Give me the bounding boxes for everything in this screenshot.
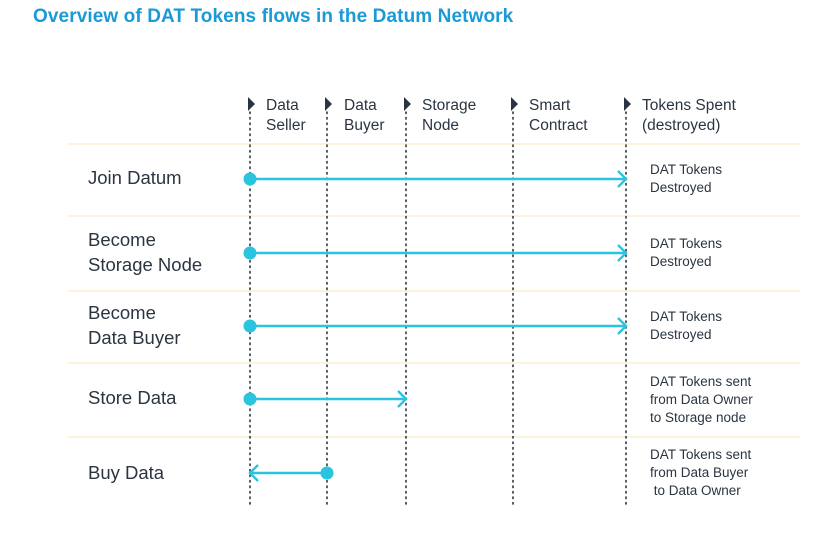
column-marker-icon <box>624 97 631 111</box>
flow-origin-dot <box>243 319 257 333</box>
column-header-tokens-spent: Tokens Spent (destroyed) <box>642 96 736 136</box>
row-label-line: Become <box>88 229 156 250</box>
row-note-line: to Storage node <box>650 410 747 425</box>
row-note-line: Destroyed <box>650 254 712 269</box>
arrowhead-icon <box>617 244 628 262</box>
row-label-line: Storage Node <box>88 254 203 275</box>
row-note: DAT Tokens sent from Data Owner to Storage… <box>650 373 753 427</box>
row-note-line: from Data Buyer <box>650 465 749 480</box>
flow-origin-dot <box>243 172 257 186</box>
row-note-line: DAT Tokens <box>650 309 723 324</box>
row-note-line: Destroyed <box>650 327 712 342</box>
arrowhead-icon <box>248 464 259 482</box>
row-label: Store Data <box>88 385 176 410</box>
row-note-line: to Data Owner <box>650 483 741 498</box>
column-header-line: Contract <box>529 117 588 134</box>
row-label: Join Datum <box>88 165 182 190</box>
arrowhead-icon <box>617 317 628 335</box>
column-header-line: Buyer <box>344 117 385 134</box>
column-header-line: Tokens Spent <box>642 97 736 114</box>
row-label-line: Buy Data <box>88 462 165 483</box>
row-label-line: Data Buyer <box>88 327 181 348</box>
row-note-line: DAT Tokens sent <box>650 374 752 389</box>
column-header-line: Node <box>422 117 460 134</box>
page-title: Overview of DAT Tokens flows in the Datu… <box>33 6 514 27</box>
row-note-line: Destroyed <box>650 180 712 195</box>
row-label-line: Store Data <box>88 387 177 408</box>
arrowhead-icon <box>397 390 408 408</box>
flow-origin-dot <box>320 466 334 480</box>
column-header-line: (destroyed) <box>642 117 721 134</box>
row-label-line: Join Datum <box>88 167 182 188</box>
row-note-line: DAT Tokens <box>650 162 723 177</box>
column-header-line: Smart <box>529 97 571 114</box>
column-marker-icon <box>325 97 332 111</box>
row-label: Buy Data <box>88 460 164 485</box>
column-header-line: Data <box>344 97 377 114</box>
row-note-line: DAT Tokens <box>650 236 723 251</box>
column-marker-icon <box>404 97 411 111</box>
column-header-line: Storage <box>422 97 477 114</box>
row-note-line: DAT Tokens sent <box>650 447 752 462</box>
row-note: DAT Tokens sent from Data Buyer to Data O… <box>650 446 751 500</box>
row-note-line: from Data Owner <box>650 392 753 407</box>
column-marker-icon <box>248 97 255 111</box>
column-header-line: Data <box>266 97 299 114</box>
flow-origin-dot <box>243 246 257 260</box>
flow-origin-dot <box>243 392 257 406</box>
row-label-line: Become <box>88 302 156 323</box>
column-marker-icon <box>511 97 518 111</box>
column-header-line: Seller <box>266 117 306 134</box>
arrowhead-icon <box>617 170 628 188</box>
